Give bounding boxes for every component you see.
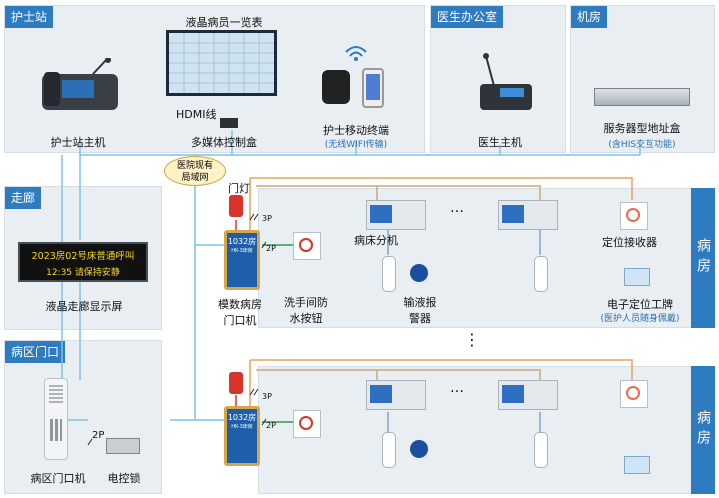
nurse-host-label: 护士站主机 [50,136,106,149]
room-sub-1: HK-3床房 [231,248,253,254]
locator-label-1: 定位接收器 [602,236,657,249]
bathroom-button-label-1: 洗手间防水按钮 [284,296,328,325]
tag-server-room: 机房 [571,6,608,28]
gate-terminal-icon [44,378,68,460]
locator-receiver-1 [620,202,648,230]
door-light-label-1: 门灯 [228,182,250,195]
led-line1: 2023房02号床普通呼叫 [31,251,135,262]
doctor-host-label: 医生主机 [478,136,522,149]
network-cloud: 医院现有 局域网 [164,156,226,186]
door-light-icon-2 [229,372,243,394]
ward-side-label-2: 病房 [691,366,715,494]
bathroom-button-1 [293,232,321,260]
phone-icon [362,68,384,108]
gate-wire-label: 2P [92,430,105,441]
media-box-icon [220,118,238,128]
wifi-icon [343,44,369,62]
panel-ward-gate: 病区门口 [4,340,162,494]
nurse-host-icon [38,57,120,114]
server-box-label: 服务器型地址盒 [603,122,681,135]
badge-label-1: 电子定位工牌 [607,298,673,311]
wire-3p-2: 3P [262,392,272,401]
lcd-list-label: 液晶病员一览表 [185,16,263,29]
bed-extension-2a [366,380,426,410]
tag-nurse-station: 护士站 [5,6,54,28]
bed-extension-2b [498,380,558,410]
wire-3p-1: 3P [262,214,272,223]
server-box-note: (含HIS交互功能) [608,140,676,150]
iv-alarm-icon-1 [410,264,428,282]
iv-alarm-label-1: 输液报警器 [403,296,437,325]
tag-ward-gate: 病区门口 [5,341,66,363]
room-number-2: 1032房 [227,413,257,422]
led-line2: 12:35 请保持安静 [46,268,120,278]
gate-terminal-label: 病区门口机 [30,472,86,485]
server-box-icon [594,88,690,106]
panel-server-room: 机房 [570,5,715,153]
network-line2: 局域网 [181,173,209,183]
call-handle-2a [382,432,396,468]
door-terminal-label-1: 模数病房门口机 [218,298,262,327]
room-sub-2: HK-3床房 [231,424,253,430]
tag-corridor: 走廊 [5,187,42,209]
lcd-list-screen [166,30,277,96]
door-light-icon-1 [229,195,243,217]
mobile-label: 护士移动终端 [323,124,389,137]
badge-icon-1 [624,268,650,286]
door-terminal-1: 1032房 HK-3床房 [224,230,260,290]
badge-note-1: (医护人员随身佩戴) [600,314,680,324]
ellipsis-1: … [450,200,464,216]
call-handle-2b [534,432,548,468]
corridor-display-label: 液晶走廊显示屏 [45,300,123,313]
bed-extension-1b [498,200,558,230]
locator-receiver-2 [620,380,648,408]
mobile-note: (无线WIFI传输) [324,140,388,150]
vertical-dots: ⋮ [464,330,480,349]
corridor-led-display: 2023房02号床普通呼叫 12:35 请保持安静 [18,242,148,282]
ward-side-label-1: 病房 [691,188,715,328]
wire-2p-2: 2P [266,421,276,430]
room-number-1: 1032房 [227,237,257,246]
panel-doctor-office: 医生办公室 [430,5,566,153]
bed-extension-label-1: 病床分机 [354,234,398,247]
tag-doctor-office: 医生办公室 [431,6,504,28]
doctor-host-icon [476,52,534,112]
door-terminal-2: 1032房 HK-3床房 [224,406,260,466]
call-handle-1a [382,256,396,292]
bathroom-button-2 [293,410,321,438]
electric-lock-icon [106,438,140,454]
hdmi-label: HDMI线 [176,108,217,121]
call-handle-1b [534,256,548,292]
media-box-label: 多媒体控制盒 [191,136,257,149]
iv-alarm-icon-2 [410,440,428,458]
smartwatch-icon [322,70,350,104]
lock-label: 电控锁 [107,472,141,485]
wire-2p-1: 2P [266,244,276,253]
badge-icon-2 [624,456,650,474]
ellipsis-2: … [450,380,464,396]
network-line1: 医院现有 [176,161,213,171]
bed-extension-1a [366,200,426,230]
